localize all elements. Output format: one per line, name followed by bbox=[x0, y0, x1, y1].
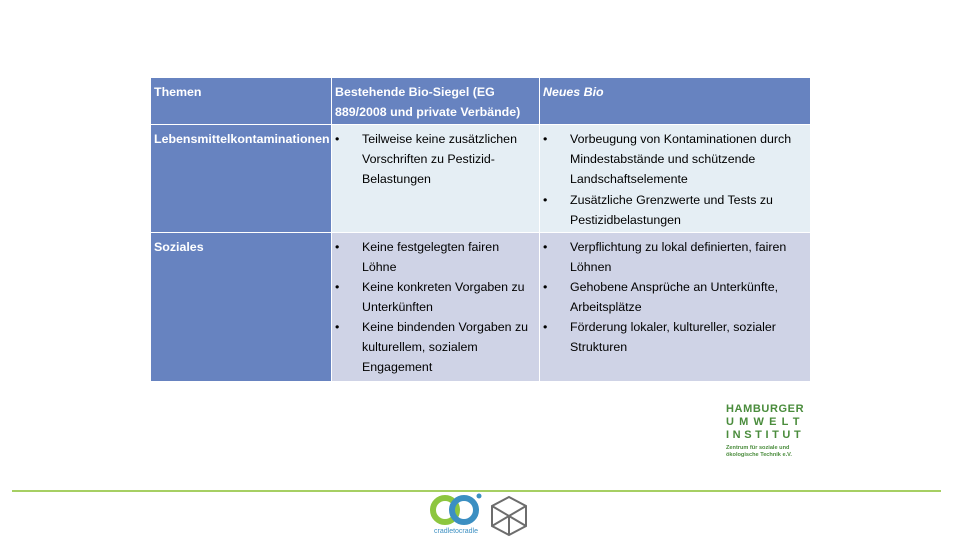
bullet-icon: • bbox=[543, 280, 548, 294]
row-topic: Soziales bbox=[150, 232, 332, 382]
cradle-to-cradle-wordmark: cradletocradle bbox=[434, 528, 478, 535]
bullet-list: •Teilweise keine zusätzlichen Vorschrift… bbox=[335, 129, 536, 189]
list-item: •Förderung lokaler, kultureller, soziale… bbox=[543, 317, 807, 357]
logo-subline: Zentrum für soziale und ökologische Tech… bbox=[726, 445, 792, 458]
cube-logo-icon bbox=[491, 495, 527, 537]
bullet-icon: • bbox=[335, 280, 340, 294]
existing-cell: •Teilweise keine zusätzlichen Vorschrift… bbox=[331, 124, 540, 233]
bullet-icon: • bbox=[543, 320, 548, 334]
table-row: Soziales •Keine festgelegten fairen Löhn… bbox=[150, 232, 811, 382]
existing-cell: •Keine festgelegten fairen Löhne •Keine … bbox=[331, 232, 540, 382]
table-header-row: Themen Bestehende Bio-Siegel (EG 889/200… bbox=[150, 77, 811, 125]
list-item: •Verpflichtung zu lokal definierten, fai… bbox=[543, 237, 807, 277]
bullet-icon: • bbox=[543, 132, 548, 146]
list-item: •Keine bindenden Vorgaben zu kulturellem… bbox=[335, 317, 536, 377]
bullet-list: •Verpflichtung zu lokal definierten, fai… bbox=[543, 237, 807, 357]
list-item: •Teilweise keine zusätzlichen Vorschrift… bbox=[335, 129, 536, 189]
header-themen: Themen bbox=[150, 77, 332, 125]
bullet-icon: • bbox=[335, 320, 340, 334]
table-row: Lebensmittelkontaminationen •Teilweise k… bbox=[150, 124, 811, 233]
bullet-icon: • bbox=[543, 240, 548, 254]
list-item: •Vorbeugung von Kontaminationen durch Mi… bbox=[543, 129, 807, 189]
bullet-icon: • bbox=[335, 132, 340, 146]
logo-line: HAMBURGER bbox=[726, 403, 805, 415]
bullet-list: •Vorbeugung von Kontaminationen durch Mi… bbox=[543, 129, 807, 230]
header-new: Neues Bio bbox=[539, 77, 811, 125]
comparison-table: Themen Bestehende Bio-Siegel (EG 889/200… bbox=[150, 77, 811, 382]
list-item: •Gehobene Ansprüche an Unterkünfte, Arbe… bbox=[543, 277, 807, 317]
list-item: •Zusätzliche Grenzwerte und Tests zu Pes… bbox=[543, 190, 807, 230]
footer-divider bbox=[12, 490, 941, 492]
cradle-to-cradle-logo-icon bbox=[430, 493, 482, 525]
header-existing: Bestehende Bio-Siegel (EG 889/2008 und p… bbox=[331, 77, 540, 125]
new-cell: •Verpflichtung zu lokal definierten, fai… bbox=[539, 232, 811, 382]
hamburger-umwelt-institut-logo: HAMBURGER UMWELT INSTITUT Zentrum für so… bbox=[726, 403, 816, 458]
bullet-icon: • bbox=[335, 240, 340, 254]
list-item: •Keine festgelegten fairen Löhne bbox=[335, 237, 536, 277]
new-cell: •Vorbeugung von Kontaminationen durch Mi… bbox=[539, 124, 811, 233]
bullet-icon: • bbox=[543, 193, 548, 207]
logo-line: INSTITUT bbox=[726, 429, 805, 441]
list-item: •Keine konkreten Vorgaben zu Unterkünfte… bbox=[335, 277, 536, 317]
bullet-list: •Keine festgelegten fairen Löhne •Keine … bbox=[335, 237, 536, 377]
logo-line: UMWELT bbox=[726, 416, 805, 428]
row-topic: Lebensmittelkontaminationen bbox=[150, 124, 332, 233]
